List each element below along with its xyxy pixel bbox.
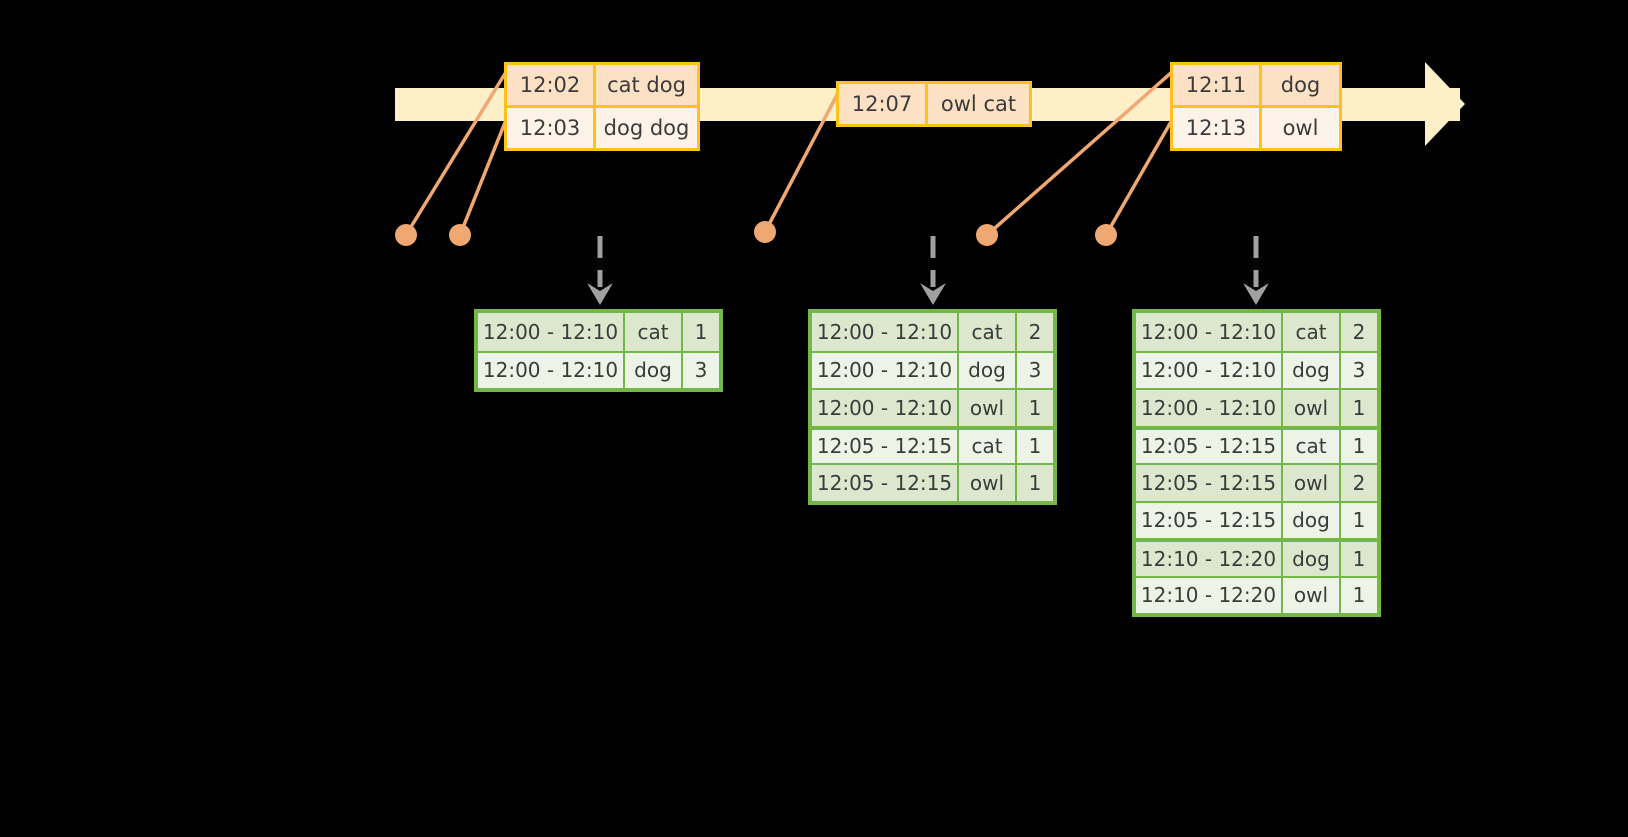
word-cell: owl — [1281, 390, 1339, 426]
window-range-cell: 12:00 - 12:10 — [812, 352, 957, 388]
connector-line-5 — [1104, 119, 1174, 236]
event-time: 12:07 — [839, 84, 925, 124]
word-cell: dog — [623, 352, 681, 388]
event-box-3: 12:11 dog 12:13 owl — [1170, 62, 1342, 151]
word-cell: cat — [623, 313, 681, 351]
timeline-arrow-icon — [1425, 62, 1465, 146]
count-cell: 1 — [1339, 577, 1377, 613]
event-words: dog dog — [593, 108, 697, 148]
count-cell: 2 — [1015, 313, 1053, 351]
event-words: dog — [1259, 65, 1339, 105]
word-cell: dog — [957, 352, 1015, 388]
event-time: 12:02 — [507, 65, 593, 105]
word-cell: dog — [1281, 352, 1339, 388]
event-words: owl cat — [925, 84, 1029, 124]
word-cell: owl — [957, 390, 1015, 426]
flow-arrow-3 — [1243, 236, 1269, 305]
event-dot-1 — [395, 224, 417, 246]
word-cell: cat — [957, 429, 1015, 463]
window-range-cell: 12:05 - 12:15 — [1136, 502, 1281, 538]
event-row: 12:03 dog dog — [507, 105, 697, 148]
count-cell: 1 — [1339, 390, 1377, 426]
event-dot-2 — [449, 224, 471, 246]
count-cell: 2 — [1339, 465, 1377, 501]
word-cell: owl — [1281, 577, 1339, 613]
event-dot-3 — [754, 221, 776, 243]
flow-arrow-1 — [587, 236, 613, 305]
window-range-cell: 12:05 - 12:15 — [1136, 429, 1281, 463]
word-cell: cat — [1281, 313, 1339, 351]
event-row: 12:02 cat dog — [507, 65, 697, 105]
window-range-cell: 12:10 - 12:20 — [1136, 577, 1281, 613]
count-cell: 1 — [1339, 502, 1377, 538]
event-time: 12:03 — [507, 108, 593, 148]
window-range-cell: 12:00 - 12:10 — [1136, 390, 1281, 426]
window-range-cell: 12:10 - 12:20 — [1136, 542, 1281, 576]
window-range-cell: 12:00 - 12:10 — [1136, 352, 1281, 388]
count-cell: 2 — [1339, 313, 1377, 351]
count-cell: 1 — [681, 313, 719, 351]
event-row: 12:13 owl — [1173, 105, 1339, 148]
event-row: 12:07 owl cat — [839, 84, 1029, 124]
count-cell: 3 — [1339, 352, 1377, 388]
word-cell: owl — [957, 465, 1015, 501]
count-cell: 1 — [1015, 465, 1053, 501]
event-dot-4 — [976, 224, 998, 246]
event-time: 12:13 — [1173, 108, 1259, 148]
window-range-cell: 12:00 - 12:10 — [478, 352, 623, 388]
event-words: owl — [1259, 108, 1339, 148]
count-cell: 3 — [681, 352, 719, 388]
count-cell: 1 — [1339, 542, 1377, 576]
window-range-cell: 12:00 - 12:10 — [812, 390, 957, 426]
connector-line-2 — [458, 119, 508, 236]
window-range-cell: 12:05 - 12:15 — [812, 429, 957, 463]
window-range-cell: 12:00 - 12:10 — [478, 313, 623, 351]
window-range-cell: 12:05 - 12:15 — [1136, 465, 1281, 501]
word-cell: cat — [957, 313, 1015, 351]
window-range-cell: 12:05 - 12:15 — [812, 465, 957, 501]
event-dot-5 — [1095, 224, 1117, 246]
event-row: 12:11 dog — [1173, 65, 1339, 105]
flow-arrow-2 — [920, 236, 946, 305]
word-cell: cat — [1281, 429, 1339, 463]
window-range-cell: 12:00 - 12:10 — [812, 313, 957, 351]
count-cell: 3 — [1015, 352, 1053, 388]
count-cell: 1 — [1339, 429, 1377, 463]
word-cell: dog — [1281, 542, 1339, 576]
word-cell: owl — [1281, 465, 1339, 501]
window-range-cell: 12:00 - 12:10 — [1136, 313, 1281, 351]
event-box-1: 12:02 cat dog 12:03 dog dog — [504, 62, 700, 151]
count-cell: 1 — [1015, 390, 1053, 426]
event-words: cat dog — [593, 65, 697, 105]
event-time: 12:11 — [1173, 65, 1259, 105]
event-box-2: 12:07 owl cat — [836, 81, 1032, 127]
count-cell: 1 — [1015, 429, 1053, 463]
word-cell: dog — [1281, 502, 1339, 538]
